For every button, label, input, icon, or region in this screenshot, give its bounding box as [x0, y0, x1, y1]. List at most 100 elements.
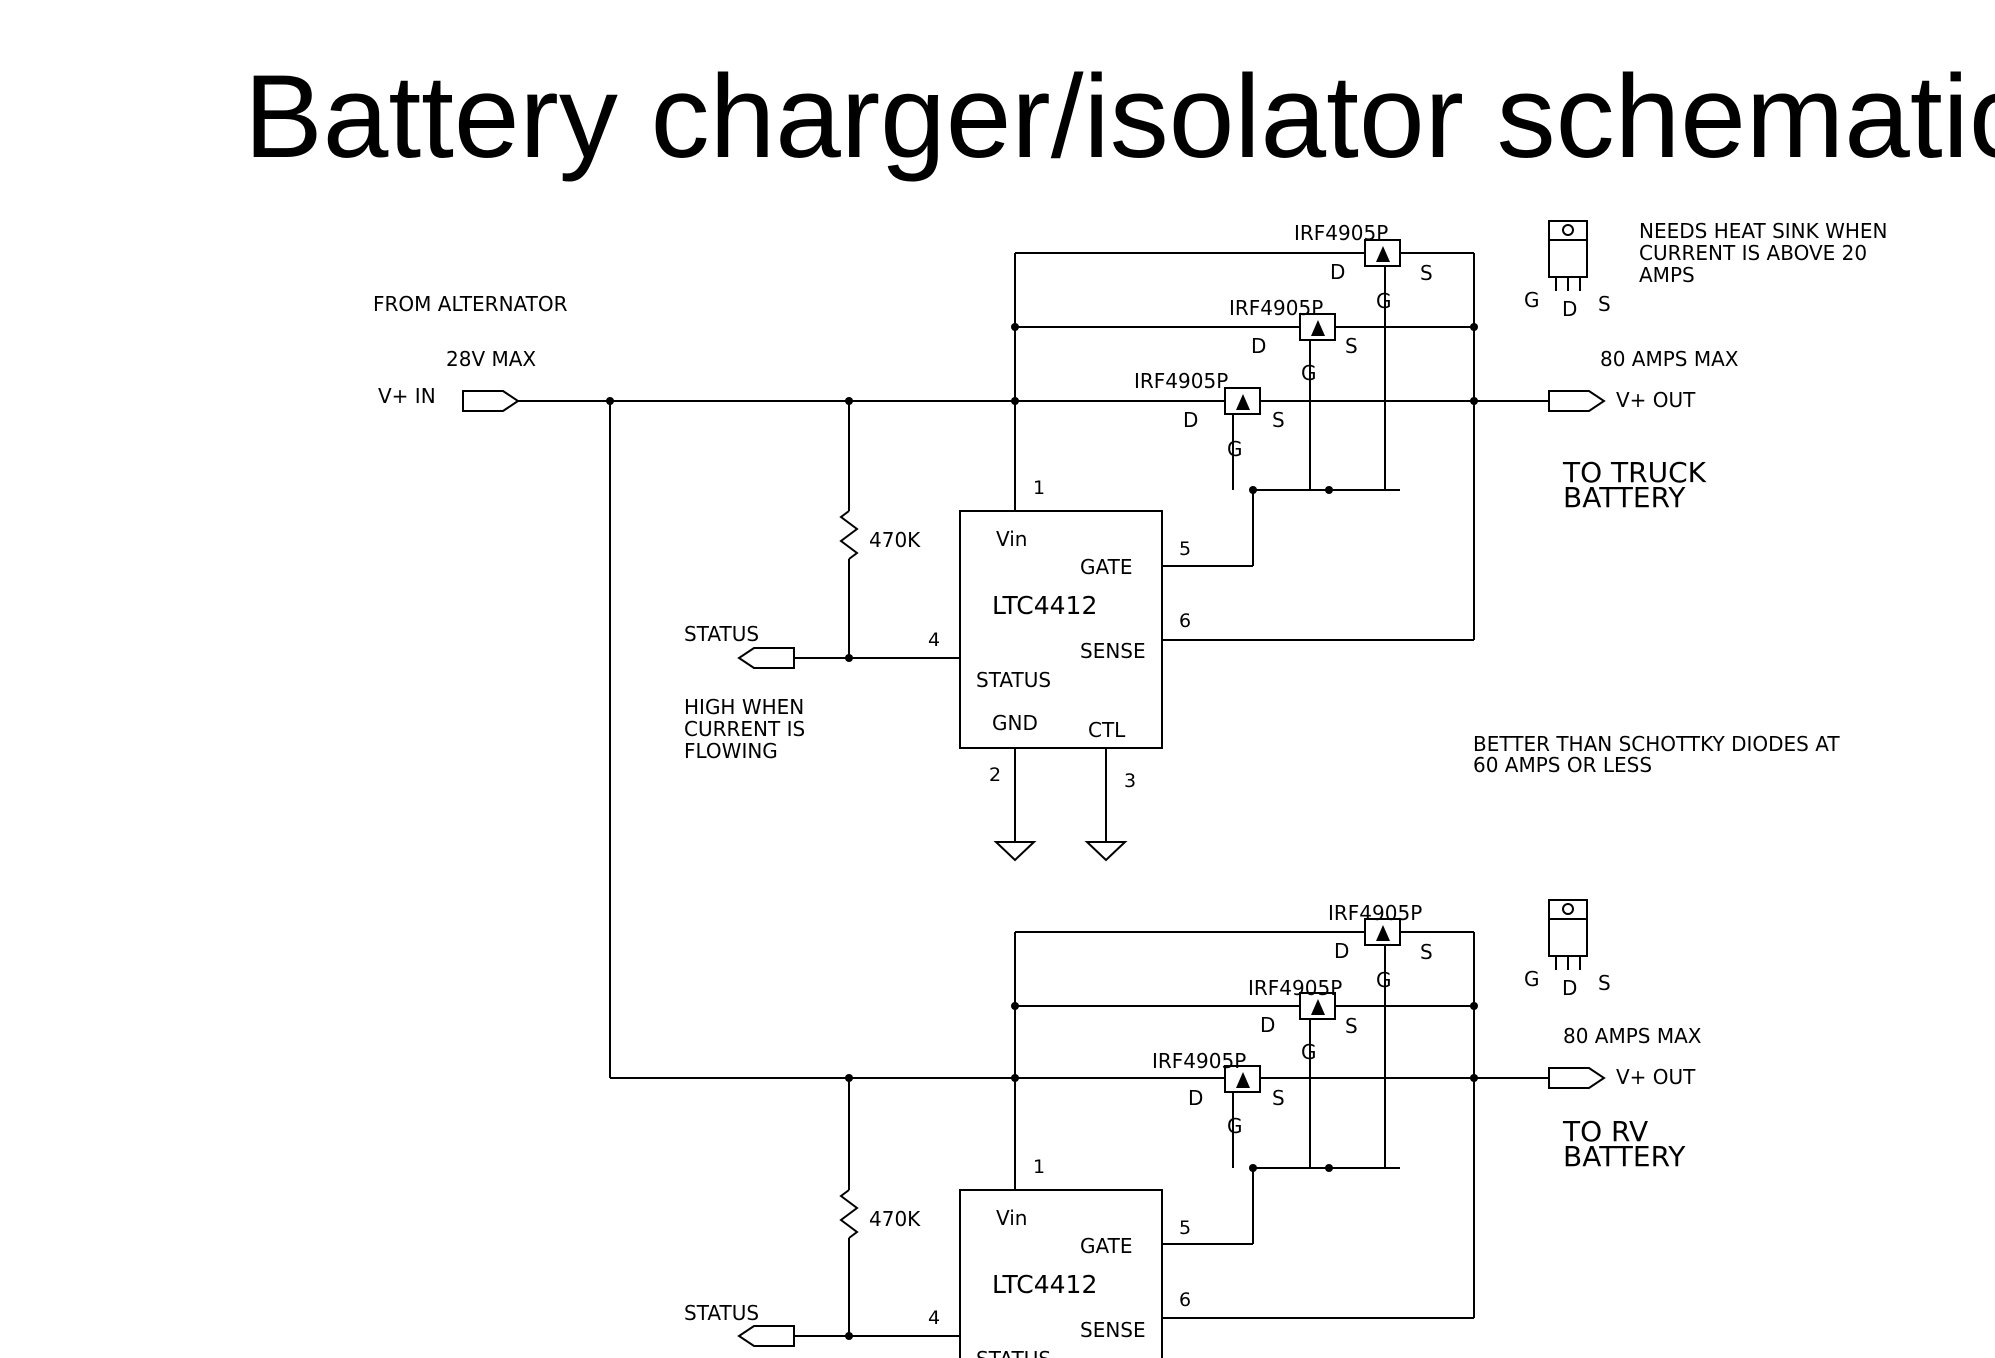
ic-gate-label: GATE: [1080, 555, 1132, 579]
package-pin-d-label: D: [1562, 297, 1577, 321]
ic-gnd-label: GND: [992, 711, 1038, 735]
ic-pin-1: 1: [1033, 477, 1045, 499]
channel-rv: IRF4905P D S G IRF4905P D S G IRF4905P D…: [684, 901, 1702, 1358]
channel-truck: IRF4905P D S G IRF4905P D S G IRF4905P D…: [610, 221, 1739, 862]
heatsink-note-line-1: NEEDS HEAT SINK WHEN: [1639, 219, 1888, 243]
ic-sense-label: SENSE: [1080, 639, 1146, 663]
mosfet-part-label: IRF4905P: [1229, 296, 1323, 320]
page-title: Battery charger/isolator schematic: [244, 51, 1995, 183]
mosfet-part-label: IRF4905P: [1152, 1049, 1246, 1073]
destination-line-2: BATTERY: [1563, 481, 1686, 514]
status-note: HIGH WHEN CURRENT IS FLOWING: [684, 695, 805, 763]
mosfet-d-label: D: [1183, 408, 1198, 432]
ic-sense-label: SENSE: [1080, 1318, 1146, 1342]
resistor-value-label: 470K: [869, 528, 921, 552]
ic-pin-5: 5: [1179, 538, 1191, 560]
max-current-label: 80 AMPS MAX: [1600, 347, 1739, 371]
ic-pin-5: 5: [1179, 1217, 1191, 1239]
mosfet-g-label: G: [1301, 361, 1317, 385]
status-note-line-3: FLOWING: [684, 739, 778, 763]
resistor-470k: [839, 510, 859, 560]
ic-vin-label: Vin: [996, 527, 1027, 551]
mosfet-d-label: D: [1251, 334, 1266, 358]
mosfet-s-label: S: [1345, 334, 1358, 358]
ic-pin-3: 3: [1124, 770, 1136, 792]
ic-pin-6: 6: [1179, 1289, 1191, 1311]
package-pin-s-label: S: [1598, 292, 1611, 316]
input-port-arrow: [462, 390, 520, 412]
mosfet-s-label: S: [1272, 408, 1285, 432]
heatsink-note: NEEDS HEAT SINK WHEN CURRENT IS ABOVE 20…: [1639, 219, 1888, 287]
status-port-label: STATUS: [684, 1301, 759, 1325]
ic-part-label: LTC4412: [992, 1270, 1097, 1299]
package-pin-g-label: G: [1524, 967, 1540, 991]
package-pin-g-label: G: [1524, 288, 1540, 312]
mosfet-d-label: D: [1188, 1086, 1203, 1110]
status-note-line-1: HIGH WHEN: [684, 695, 804, 719]
to220-package-top: G D S: [1524, 220, 1611, 321]
to220-package-icon: [1548, 220, 1588, 278]
mosfet-q4: IRF4905P D S G: [1328, 901, 1433, 992]
input-port-label: V+ IN: [378, 384, 436, 408]
resistor-470k: [839, 1189, 859, 1239]
resistor-value-label: 470K: [869, 1207, 921, 1231]
mosfet-d-label: D: [1330, 260, 1345, 284]
schottky-note: BETTER THAN SCHOTTKY DIODES AT 60 AMPS O…: [1473, 732, 1840, 777]
ic-pin-4: 4: [928, 629, 940, 651]
input-section: FROM ALTERNATOR 28V MAX V+ IN: [373, 292, 1030, 1079]
mosfet-q3: IRF4905P D S G: [1134, 369, 1285, 461]
mosfet-d-label: D: [1260, 1013, 1275, 1037]
heatsink-note-line-3: AMPS: [1639, 263, 1695, 287]
mosfet-part-label: IRF4905P: [1248, 976, 1342, 1000]
destination-line-2: BATTERY: [1563, 1140, 1686, 1173]
destination-line-1: TO RV: [1562, 1115, 1648, 1148]
ground-symbol: [993, 841, 1037, 862]
mosfet-d-label: D: [1334, 939, 1349, 963]
ic-vin-label: Vin: [996, 1206, 1027, 1230]
ic-pin-2: 2: [989, 764, 1001, 786]
mosfet-s-label: S: [1420, 261, 1433, 285]
ground-symbol: [1084, 841, 1128, 862]
output-port-arrow: [1548, 1067, 1606, 1089]
status-note-line-2: CURRENT IS: [684, 717, 805, 741]
destination-line-1: TO TRUCK: [1562, 456, 1707, 489]
mosfet-s-label: S: [1345, 1014, 1358, 1038]
from-alternator-label: FROM ALTERNATOR: [373, 292, 568, 316]
ic-status-label: STATUS: [976, 1347, 1051, 1358]
status-port-arrow: [737, 1325, 795, 1347]
mosfet-g-label: G: [1227, 437, 1243, 461]
package-pin-s-label: S: [1598, 971, 1611, 995]
ic-part-label: LTC4412: [992, 591, 1097, 620]
output-port-label: V+ OUT: [1616, 388, 1696, 412]
status-port-label: STATUS: [684, 622, 759, 646]
to220-package-icon: [1548, 899, 1588, 957]
mosfet-q6: IRF4905P D S G: [1152, 1049, 1285, 1138]
mosfet-q5: IRF4905P D S G: [1248, 976, 1358, 1064]
mosfet-g-label: G: [1376, 289, 1392, 313]
mosfet-g-label: G: [1301, 1040, 1317, 1064]
output-port-arrow: [1548, 390, 1606, 412]
mosfet-g-label: G: [1376, 968, 1392, 992]
ltc4412-ic: [959, 510, 1163, 749]
heatsink-note-line-2: CURRENT IS ABOVE 20: [1639, 241, 1867, 265]
ic-pin-1: 1: [1033, 1156, 1045, 1178]
mosfet-part-label: IRF4905P: [1328, 901, 1422, 925]
mosfet-g-label: G: [1227, 1114, 1243, 1138]
mosfet-s-label: S: [1420, 940, 1433, 964]
ic-ctl-label: CTL: [1088, 718, 1126, 742]
package-pin-d-label: D: [1562, 976, 1577, 1000]
max-current-label: 80 AMPS MAX: [1563, 1024, 1702, 1048]
ic-pin-6: 6: [1179, 610, 1191, 632]
status-port-arrow: [737, 647, 795, 669]
ic-pin-4: 4: [928, 1307, 940, 1329]
schottky-note-line-2: 60 AMPS OR LESS: [1473, 753, 1652, 777]
mosfet-s-label: S: [1272, 1086, 1285, 1110]
ltc4412-ic: [959, 1189, 1163, 1358]
mosfet-q2: IRF4905P D S G: [1229, 296, 1358, 385]
mosfet-part-label: IRF4905P: [1134, 369, 1228, 393]
mosfet-q1: IRF4905P D S G: [1294, 221, 1433, 313]
max-voltage-label: 28V MAX: [446, 347, 536, 371]
schottky-note-line-1: BETTER THAN SCHOTTKY DIODES AT: [1473, 732, 1840, 756]
output-port-label: V+ OUT: [1616, 1065, 1696, 1089]
